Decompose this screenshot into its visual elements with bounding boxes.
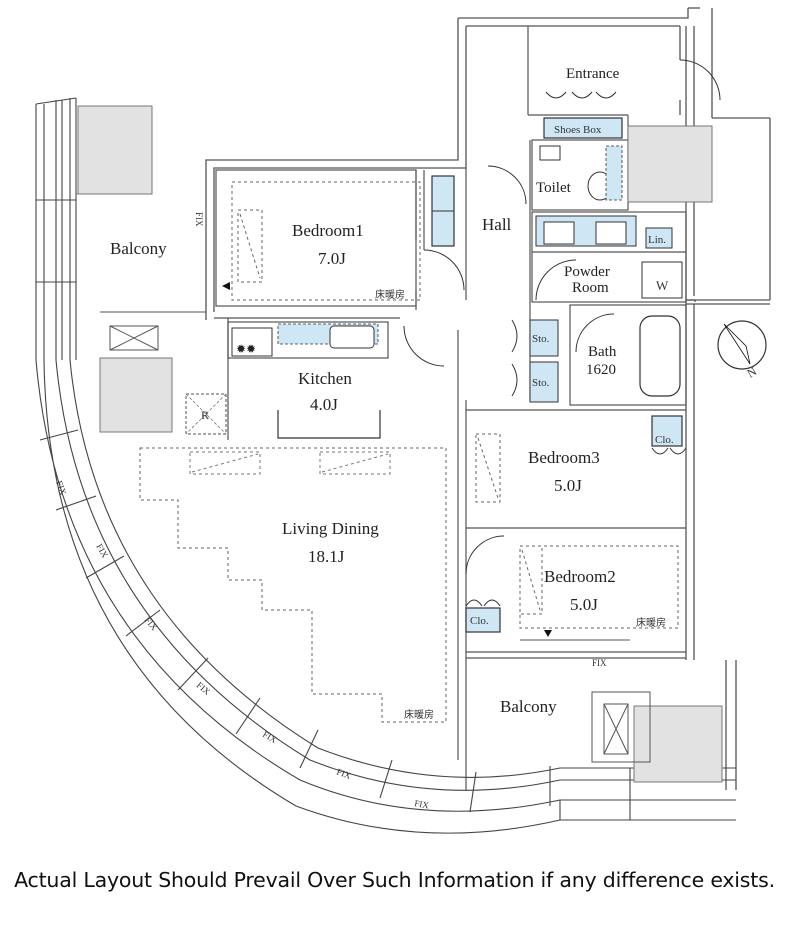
living-floor-heating: 床暖房 — [404, 708, 434, 721]
living-name: Living Dining — [282, 519, 379, 538]
fix-label-8: FIX — [592, 658, 607, 668]
bedroom2-closet-label: Clo. — [470, 615, 489, 627]
gray-blocks — [77, 105, 723, 783]
bedroom1-name: Bedroom1 — [292, 221, 364, 240]
refrigerator — [185, 393, 227, 435]
entrance: Entrance Shoes Box — [543, 59, 721, 139]
fix-label-4: FIX — [195, 680, 213, 697]
kitchen-name: Kitchen — [298, 369, 352, 388]
stove — [231, 327, 273, 357]
kitchen-counter — [227, 321, 389, 359]
refrigerator-label: R — [201, 408, 209, 422]
bath-size: 1620 — [586, 362, 616, 378]
kitchen-size: 4.0J — [310, 395, 338, 414]
bedroom2-closet — [465, 607, 501, 633]
linen-closet — [645, 227, 673, 249]
fix-label-7: FIX — [414, 798, 431, 810]
washer-label: W — [656, 278, 669, 293]
kitchen: ✹✹ R Kitchen 4.0J — [185, 321, 445, 439]
bath-name: Bath — [588, 344, 617, 360]
bath: Bath 1620 — [575, 313, 681, 397]
washer — [641, 261, 683, 299]
toilet: Toilet — [536, 145, 623, 201]
curved-facade — [35, 97, 736, 834]
fix-label-5: FIX — [261, 729, 279, 745]
storage-upper-label: Sto. — [532, 333, 550, 345]
interior-walls — [214, 26, 687, 790]
bedroom1-size: 7.0J — [318, 249, 346, 268]
bedroom3: Clo. Bedroom3 5.0J — [475, 415, 687, 503]
storage-lower — [529, 361, 559, 403]
window-arrow-bedroom1 — [222, 282, 230, 290]
powder-room-line1: Powder — [564, 264, 610, 280]
stove-burner-icon: ✹✹ — [236, 342, 256, 356]
kitchen-island — [277, 410, 381, 439]
balcony-top-label: Balcony — [110, 239, 167, 258]
bedroom1-floor-heating: 床暖房 — [375, 288, 405, 301]
storage-lower-label: Sto. — [532, 377, 550, 389]
fix-label-1: FIX — [54, 479, 69, 497]
powder-room-line2: Room — [572, 280, 609, 296]
window-arrow-bedroom2 — [544, 630, 552, 637]
fix-label-9: FIX — [194, 212, 204, 227]
linen-label: Lin. — [648, 234, 666, 246]
storage-upper — [529, 319, 559, 357]
kitchen-sink — [329, 325, 375, 349]
bedroom3-closet-label: Clo. — [655, 434, 674, 446]
living-dining: Living Dining 18.1J 床暖房 — [139, 447, 447, 723]
bedroom3-closet — [651, 415, 683, 447]
bedroom3-name: Bedroom3 — [528, 448, 600, 467]
fix-labels: FIX FIX FIX FIX FIX FIX FIX FIX FIX — [54, 212, 607, 811]
balcony-top: Balcony — [76, 193, 206, 351]
entrance-label: Entrance — [566, 66, 620, 82]
bedroom2-floor-heating: 床暖房 — [636, 616, 666, 629]
floor-heating-zone — [139, 447, 447, 723]
bedroom2: Clo. Bedroom2 5.0J 床暖房 — [465, 535, 679, 641]
shoes-box-label: Shoes Box — [554, 124, 602, 136]
balcony-bottom-label: Balcony — [500, 697, 557, 716]
fix-label-2: FIX — [94, 542, 110, 560]
compass-north-label: N — [745, 364, 760, 381]
compass-icon: N — [717, 320, 767, 381]
bedroom2-name: Bedroom2 — [544, 567, 616, 586]
bedroom2-size: 5.0J — [570, 595, 598, 614]
bedroom1: Bedroom1 7.0J 床暖房 — [222, 175, 465, 301]
hall-storage: Sto. Sto. — [511, 319, 559, 403]
hall: Hall — [482, 165, 527, 234]
disclaimer-text: Actual Layout Should Prevail Over Such I… — [14, 868, 775, 892]
fix-label-3: FIX — [142, 615, 159, 633]
bedroom3-size: 5.0J — [554, 476, 582, 495]
hall-label: Hall — [482, 215, 512, 234]
fix-label-6: FIX — [335, 766, 353, 781]
balcony-bottom: Balcony — [500, 691, 651, 763]
floor-plan: Balcony Bedroom1 7.0J 床暖房 Entrance Shoes… — [35, 7, 771, 834]
toilet-label: Toilet — [536, 180, 572, 196]
powder-room: Lin. W Powder Room — [535, 215, 683, 301]
shoes-box — [543, 117, 623, 139]
living-size: 18.1J — [308, 547, 345, 566]
bathtub — [639, 315, 681, 397]
